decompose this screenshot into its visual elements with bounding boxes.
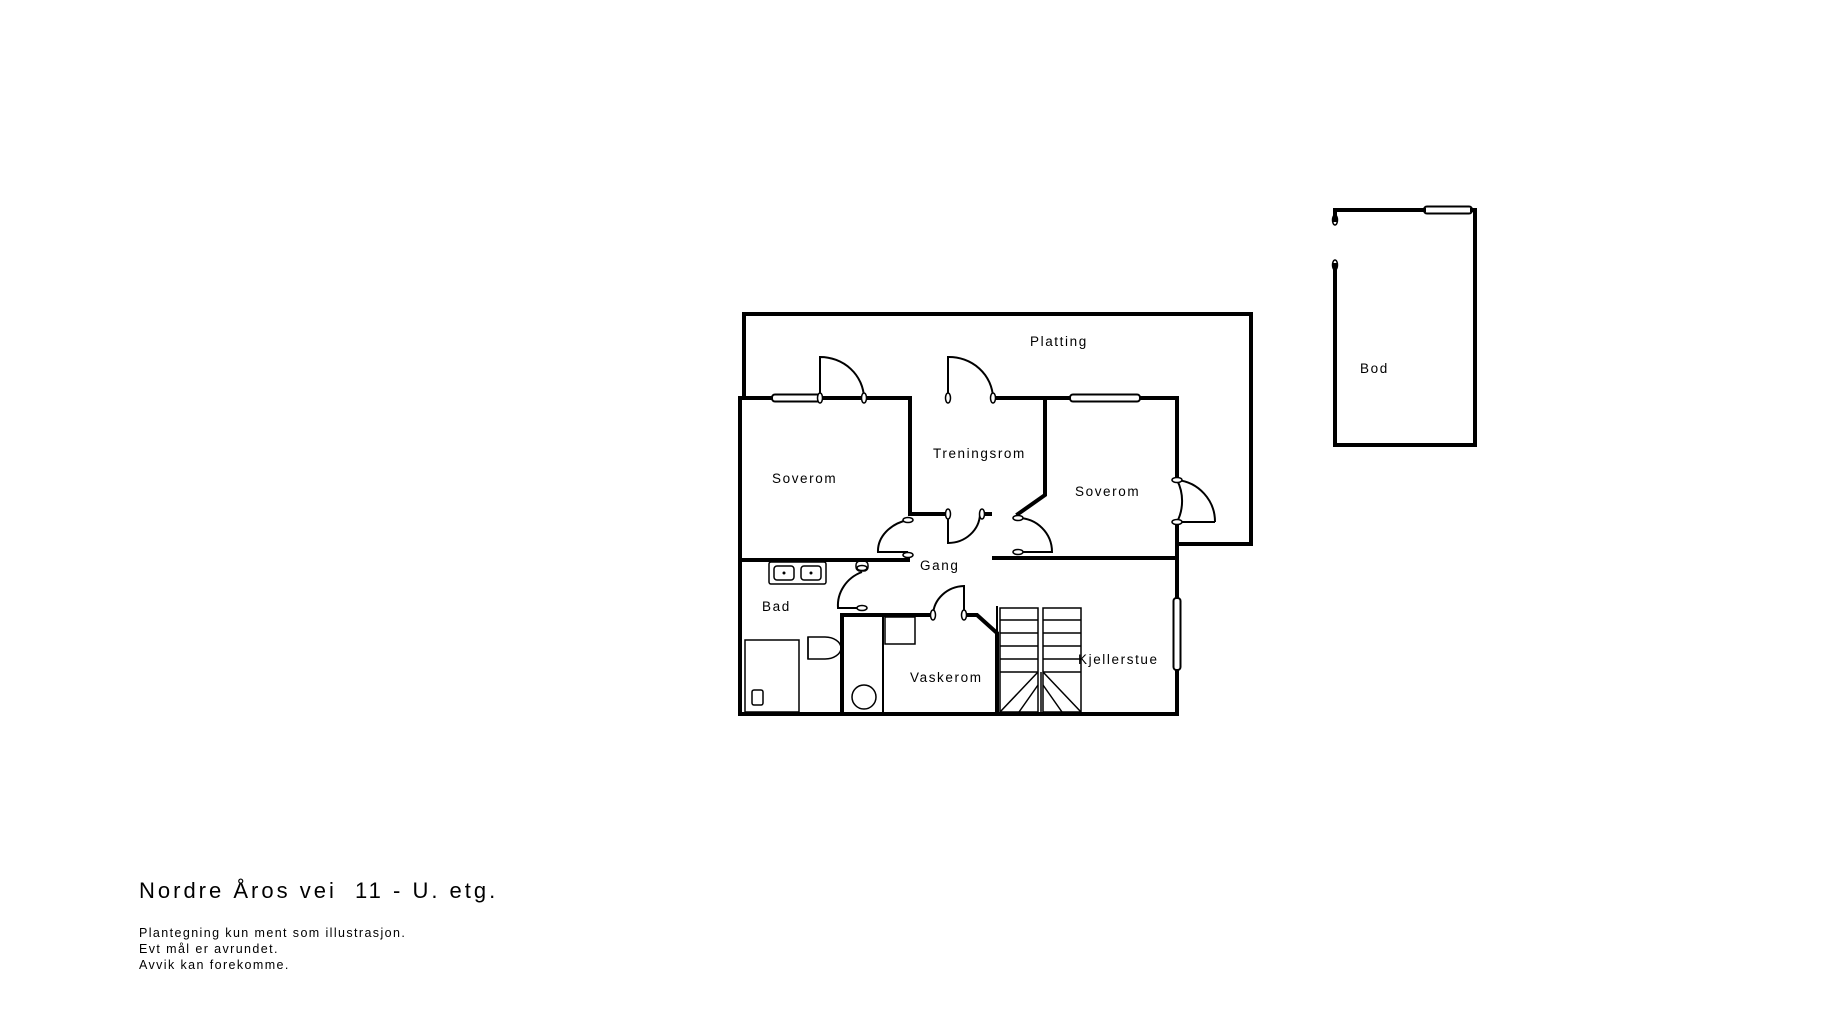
bod-outline (1333, 208, 1477, 447)
room-label-treningsrom: Treningsrom (933, 446, 1026, 461)
room-label-kjellerstue: Kjellerstue (1078, 652, 1159, 667)
exterior-walls (738, 396, 1179, 716)
plan-note: Evt mål er avrundet. (139, 942, 279, 956)
room-label-soverom-right: Soverom (1075, 484, 1140, 499)
room-label-gang: Gang (920, 558, 959, 573)
window-bod (1423, 205, 1473, 215)
room-label-bad: Bad (762, 599, 791, 614)
double-sink-icon (768, 561, 827, 585)
interior-walls (738, 396, 1179, 716)
shower-icon (744, 639, 800, 713)
cabinet-icon (884, 616, 916, 645)
toilet-icon (807, 636, 842, 660)
staircase (999, 607, 1082, 713)
room-label-bod: Bod (1360, 361, 1389, 376)
platting-outline (742, 312, 1253, 546)
room-label-platting: Platting (1030, 334, 1088, 349)
washing-machine-icon (851, 684, 877, 710)
window-soverom-left (771, 393, 823, 403)
doors (816, 214, 1339, 621)
windows (771, 205, 1473, 671)
window-kjellerstue (1172, 597, 1182, 671)
room-label-soverom-left: Soverom (772, 471, 837, 486)
fixtures (744, 560, 916, 713)
window-soverom-right (1069, 393, 1141, 403)
room-labels: Platting Bod Soverom Treningsrom Soverom… (762, 334, 1389, 685)
plan-title: Nordre Åros vei 11 - U. etg. (139, 878, 499, 903)
plan-note: Plantegning kun ment som illustrasjon. (139, 926, 407, 940)
room-label-vaskerom: Vaskerom (910, 670, 983, 685)
plan-note: Avvik kan forekomme. (139, 958, 290, 972)
